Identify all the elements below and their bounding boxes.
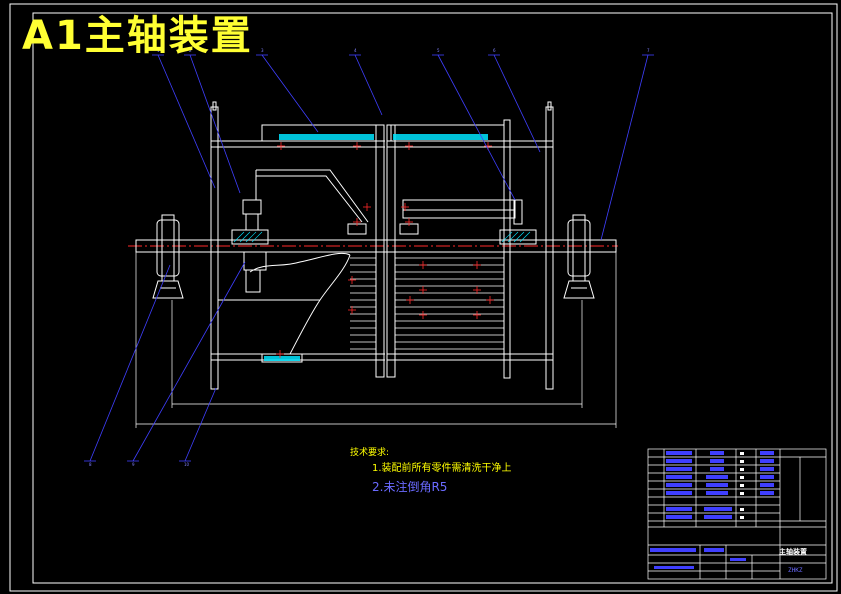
title-block-code: ZHKZ <box>788 567 803 574</box>
leader-ticks <box>84 54 654 462</box>
inner-frame <box>32 12 833 584</box>
top-plates <box>261 124 505 142</box>
leader-lines <box>89 54 649 462</box>
outer-frame <box>9 3 838 592</box>
balloon-label: 6 <box>493 48 496 53</box>
balloon-label: 8 <box>89 462 92 467</box>
balloon-label: 5 <box>437 48 440 53</box>
balloon-label: 9 <box>132 462 135 467</box>
balloon-label: 2 <box>189 48 192 53</box>
balloon-label: 7 <box>647 48 650 53</box>
title-block-markers <box>740 452 744 519</box>
balloon-label: 10 <box>184 462 190 467</box>
dimension-lines <box>135 252 617 428</box>
tech-note-1: 1.装配前所有零件需清洗干净上 <box>372 463 512 474</box>
balloon-label: 3 <box>261 48 264 53</box>
drawing-banner-title: A1主轴装置 <box>22 13 253 59</box>
shaft-hatching <box>233 231 531 243</box>
right-clamp <box>402 199 523 225</box>
plate-stack-right <box>395 257 504 350</box>
bolt-centers <box>276 142 494 358</box>
bottom-plate <box>261 353 303 363</box>
balloon-label: 4 <box>354 48 357 53</box>
title-block-entries <box>650 451 774 569</box>
left-clamp <box>242 169 369 293</box>
right-frame <box>386 101 554 390</box>
tech-note-2: 2.未注倒角R5 <box>372 480 448 494</box>
title-block-name: 主轴装置 <box>779 548 807 556</box>
right-bearing <box>563 214 595 299</box>
section-break-lines <box>218 252 351 355</box>
plate-stack-left <box>350 257 376 350</box>
tech-notes-title: 技术要求: <box>350 448 390 458</box>
left-bearing <box>152 214 184 299</box>
balloon-label: 1 <box>157 48 160 53</box>
title-block-grid <box>647 448 827 580</box>
